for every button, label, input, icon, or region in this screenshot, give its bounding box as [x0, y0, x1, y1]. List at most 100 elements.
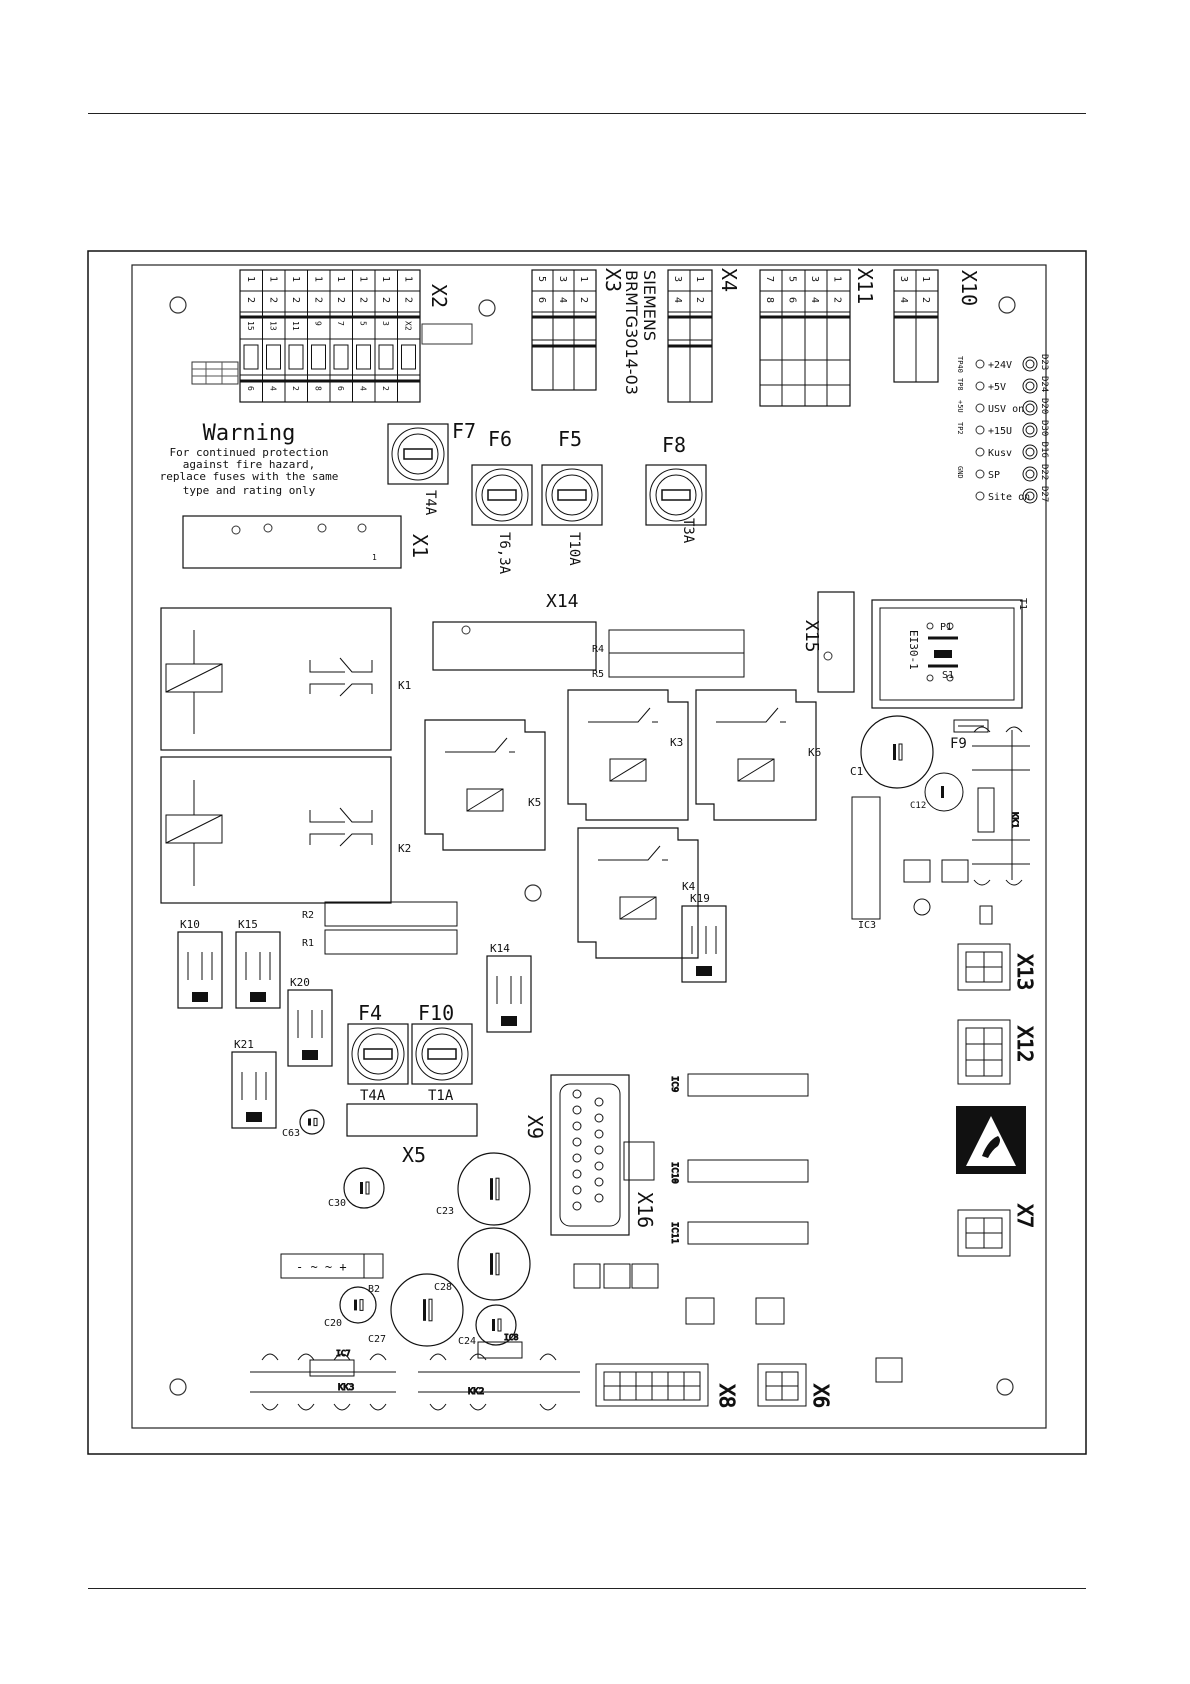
resistors-r4-r5: R4 R5 [592, 629, 745, 680]
fuse-slot-icon [427, 1048, 457, 1060]
x2-pin-bottom: 2 [380, 297, 391, 303]
fuse-rating: T4A [360, 1088, 386, 1104]
fuse-f9: F9 [950, 719, 989, 752]
led-tp-label: +5U [956, 400, 964, 413]
x2-pin-top: 1 [268, 276, 279, 282]
x11-pin: 1 [832, 276, 843, 282]
capacitor-label: C24 [458, 1336, 476, 1347]
ic10-label: IC10 [669, 1162, 679, 1184]
fuse-name: F7 [452, 419, 476, 443]
connector-x13: X13 [957, 943, 1038, 991]
x1-pin-1: 1 [372, 553, 377, 562]
relay-k2: K2 [160, 756, 411, 904]
kk3-label: KK3 [338, 1383, 354, 1393]
b2-pins: - ~ ~ + [296, 1260, 347, 1274]
relay: K15 [235, 918, 281, 1009]
x2-pin-bottom: 2 [268, 297, 279, 303]
led-icon [1022, 356, 1038, 372]
b2-label: B2 [368, 1284, 380, 1295]
led-designator: D30 D16 [1039, 420, 1049, 458]
x2-pin-odd: 11 [291, 321, 300, 331]
led-icon [1022, 400, 1038, 416]
t1-type: EI30-1 [907, 630, 920, 670]
test-point-icon [975, 425, 985, 435]
ic7-label: IC7 [336, 1349, 351, 1358]
capacitor: C23 [436, 1152, 531, 1226]
x10-pin: 3 [898, 276, 909, 282]
led-icon [1022, 378, 1038, 394]
led-signal-label: +15U [988, 426, 1012, 437]
x2-pin-even: 4 [269, 386, 278, 391]
x2-pin-top: 1 [245, 276, 256, 282]
capacitor: C27 [368, 1273, 464, 1347]
k1-label: K1 [398, 679, 411, 692]
x2-pin-even: 2 [291, 386, 300, 391]
relay-label: K14 [490, 942, 510, 955]
led-signal-label: Site on [988, 492, 1030, 503]
resistors-r1-r2: R2 R1 [302, 901, 458, 955]
x4-pin: 3 [672, 276, 683, 282]
fuse-name: F6 [488, 427, 512, 451]
x10-label: X10 [957, 270, 981, 306]
warning-line-4: type and rating only [183, 484, 316, 497]
test-point-icon [975, 359, 985, 369]
relay-label: K15 [238, 918, 258, 931]
heatsink-kk3: IC7 KK3 [250, 1349, 396, 1411]
x2-small-table [191, 361, 239, 385]
c1-label: C1 [850, 765, 863, 778]
led-signal-label: USV on [988, 404, 1024, 415]
x2-pin-odd: 5 [359, 321, 368, 326]
x10-pin: 4 [898, 297, 909, 303]
led-signal-label: +5V [988, 382, 1006, 393]
capacitor-label: C28 [434, 1282, 452, 1293]
x7-label: X7 [1013, 1204, 1037, 1228]
relay-label: K4 [682, 880, 696, 893]
x14-label: X14 [546, 591, 579, 612]
x11-label: X11 [853, 268, 877, 304]
capacitor: C28 [434, 1227, 531, 1301]
fuse-slot-icon [403, 448, 433, 460]
capacitor: C24 [458, 1304, 517, 1347]
f9-label: F9 [950, 736, 967, 752]
optocouplers-right [903, 859, 993, 925]
fuse-name: F5 [558, 427, 582, 451]
mounting-holes [169, 296, 1016, 1396]
led-signal-label: +24V [988, 360, 1012, 371]
x2-pin-even: 6 [246, 386, 255, 391]
heatsink-kk1: KK1 [972, 726, 1030, 886]
capacitor: C20 [324, 1286, 377, 1329]
connector-x1: 1 X1 [182, 515, 432, 569]
warning-line-1: For continued protection [170, 446, 329, 459]
x2-label: X2 [427, 284, 451, 308]
led-icon [1022, 488, 1038, 504]
x2-pin-odd: 15 [246, 321, 255, 331]
x11-pin: 5 [787, 276, 798, 282]
x13-label: X13 [1013, 954, 1037, 990]
led-icon [1022, 444, 1038, 460]
warning-title: Warning [203, 421, 296, 446]
x11-pin: 8 [764, 297, 775, 303]
x2-pin-top: 1 [358, 276, 369, 282]
ic3-label: IC3 [858, 920, 876, 931]
x2-pin-odd: 13 [269, 321, 278, 331]
x3-pin: 1 [578, 276, 589, 282]
relay: K14 [486, 942, 532, 1033]
led-designator: D23 [1039, 354, 1049, 370]
capacitor-c12: C12 [910, 772, 964, 812]
x8-label: X8 [715, 1384, 739, 1408]
fuse-rating: T1A [428, 1088, 454, 1104]
led-signal-label: Kusv [988, 448, 1012, 459]
relay-label: K20 [290, 976, 310, 989]
t1-label: T1 [1017, 598, 1028, 610]
led-icon [1022, 422, 1038, 438]
fuse-slot-icon [487, 489, 517, 501]
ic11-label: IC11 [669, 1222, 679, 1244]
fuse-slot-icon [661, 489, 691, 501]
x11-pin: 4 [809, 297, 820, 303]
